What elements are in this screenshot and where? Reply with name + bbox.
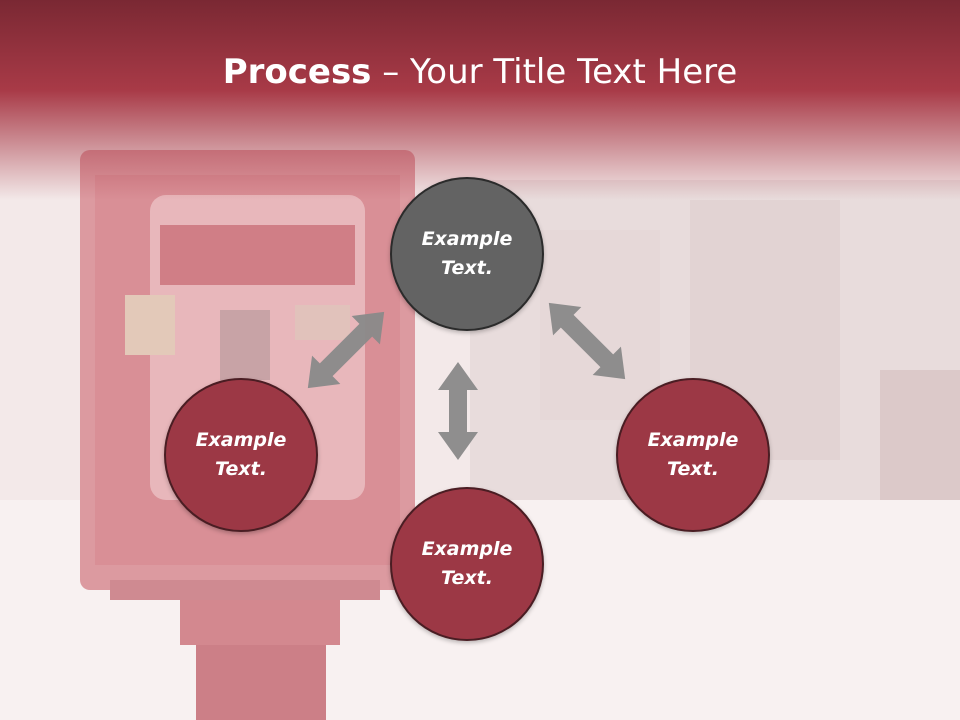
node-right-text: Example Text. [647,429,739,480]
title-rest: – Your Title Text Here [371,52,738,92]
node-bottom-text: Example Text. [421,538,513,589]
title-bold: Process [222,52,372,92]
arrow-right-diagonal [548,302,626,380]
node-top-text: Example Text. [421,228,513,279]
node-bottom: Example Text. [390,487,544,641]
title-band [0,0,960,200]
node-right: Example Text. [616,378,770,532]
arrow-vertical [438,362,478,460]
node-left-text: Example Text. [195,429,287,480]
arrow-left-diagonal [307,311,385,389]
slide-title: Process – Your Title Text Here [0,52,960,92]
node-top: Example Text. [390,177,544,331]
node-left: Example Text. [164,378,318,532]
